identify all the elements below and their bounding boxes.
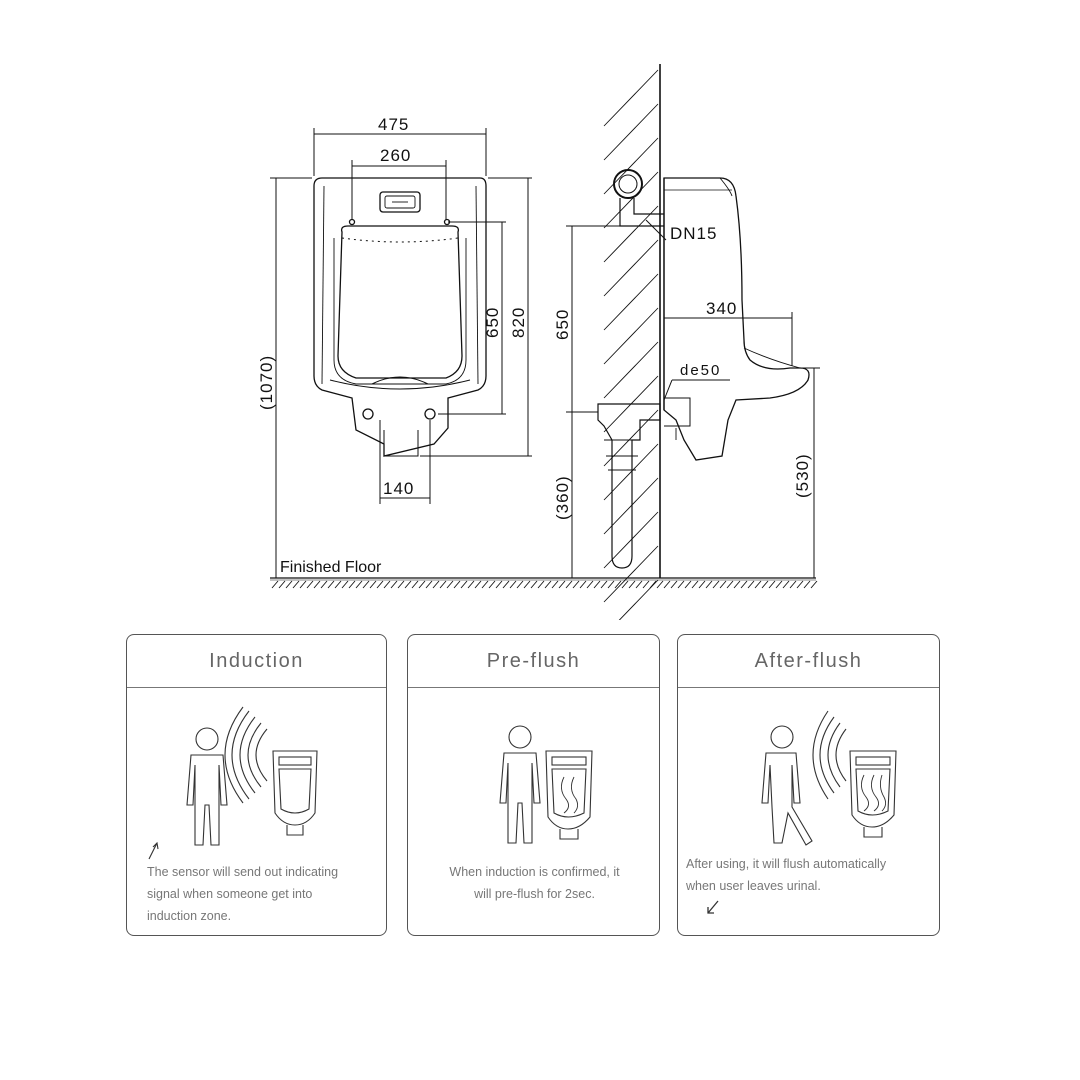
dim-1070: (1070)	[257, 355, 276, 410]
after-flush-illustration	[761, 710, 897, 846]
panel-induction-header: Induction	[127, 635, 386, 688]
panel-pre-flush-title: Pre-flush	[486, 649, 581, 672]
person-icon	[499, 725, 541, 844]
sensor-waves-icon	[812, 710, 847, 800]
dim-140: 140	[383, 479, 414, 498]
panel-after-flush-header: After-flush	[678, 635, 939, 688]
mini-urinal-icon	[849, 750, 897, 838]
mini-urinal-icon	[545, 750, 593, 840]
front-dimensions	[270, 128, 532, 578]
finished-floor	[270, 577, 816, 581]
dim-650-front: 650	[483, 307, 502, 338]
technical-drawing: 475 260 650 820 (1070) 140 Finished Floo…	[257, 64, 820, 620]
panel-pre-flush-caption: When induction is confirmed, it will pre…	[449, 865, 620, 901]
person-walking-icon	[761, 725, 813, 846]
urinal-bowl	[337, 225, 463, 379]
panel-induction-caption: The sensor will send out indicating sign…	[147, 865, 339, 923]
sensor-window	[379, 191, 421, 213]
panel-after-flush: After-flush After us	[677, 634, 940, 936]
urinal-side-outline	[663, 177, 810, 461]
floor-hatch	[271, 580, 818, 589]
panel-pre-flush: Pre-flush When induction is confirmed, i…	[407, 634, 660, 936]
floor-label: Finished Floor	[280, 559, 382, 576]
dim-650-side: 650	[553, 309, 572, 340]
arrow-down-icon	[707, 900, 719, 914]
person-icon	[186, 727, 228, 846]
urinal-front-outline	[313, 177, 487, 457]
panel-after-flush-title: After-flush	[754, 649, 863, 672]
dim-820: 820	[509, 307, 528, 338]
dim-260: 260	[380, 146, 411, 165]
dim-530: (530)	[793, 453, 812, 498]
dim-dn15: DN15	[670, 224, 717, 243]
wall	[603, 64, 661, 620]
dim-475: 475	[378, 115, 409, 134]
arrow-up-icon	[148, 841, 159, 860]
dim-de50: de50	[680, 362, 721, 379]
side-dimensions	[566, 219, 820, 578]
panel-after-flush-caption: After using, it will flush automatically…	[686, 857, 887, 893]
dim-360: (360)	[553, 475, 572, 520]
side-view	[597, 169, 810, 569]
panel-induction-title: Induction	[209, 649, 304, 672]
sensor-waves-icon	[224, 706, 268, 804]
induction-illustration	[148, 706, 318, 860]
front-view	[313, 177, 487, 457]
pre-flush-illustration	[499, 725, 593, 844]
mini-urinal-icon	[272, 750, 318, 836]
dim-340: 340	[706, 299, 737, 318]
inlet-pipe-ring	[613, 169, 643, 199]
panel-induction: Induction	[126, 634, 387, 936]
panel-pre-flush-header: Pre-flush	[408, 635, 659, 688]
